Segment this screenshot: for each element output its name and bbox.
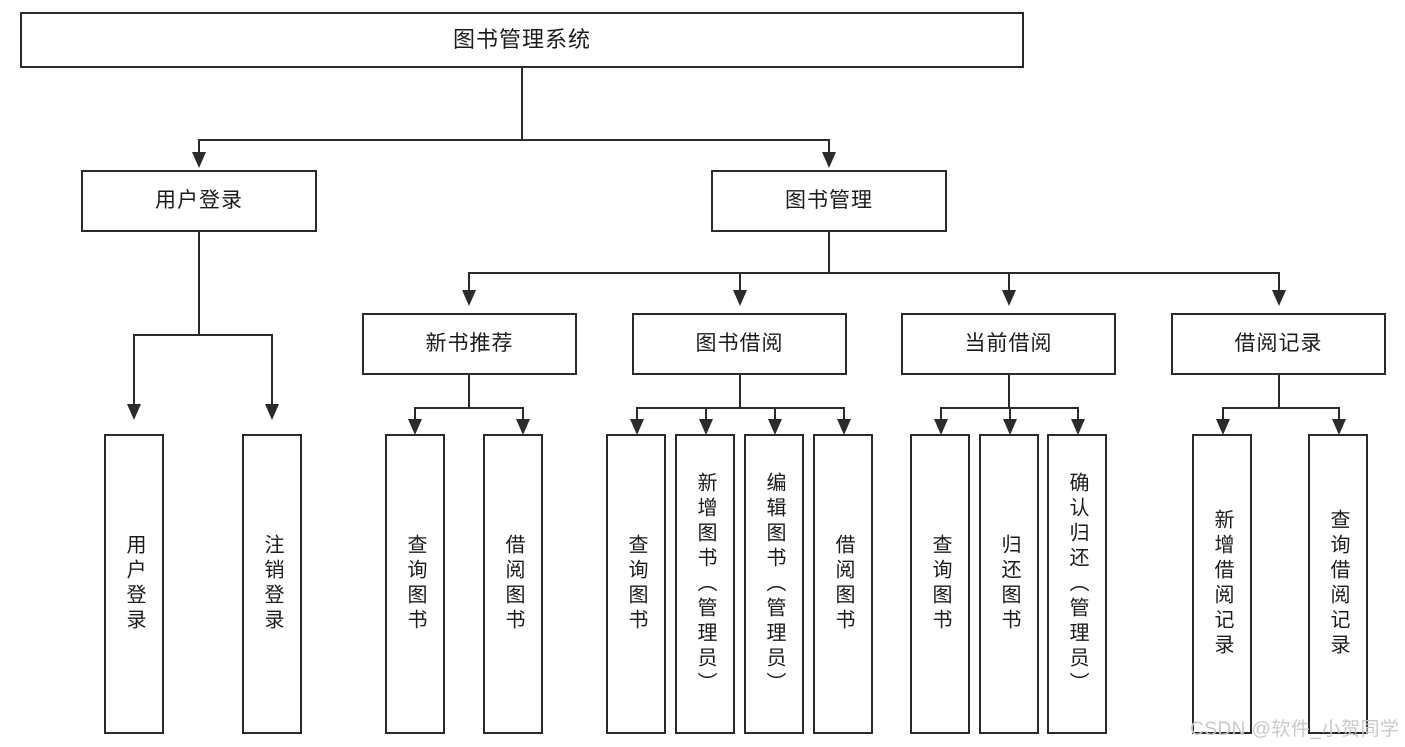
arrowhead-currentborrow-leaf-1 — [934, 419, 948, 435]
leaf-query-book-recommend[interactable]: 查询图书 — [385, 434, 445, 734]
connector-book-borrow-to-leaf-4 — [843, 407, 845, 421]
leaf-query-book-current[interactable]: 查询图书 — [910, 434, 970, 734]
leaf-user-login[interactable]: 用户登录 — [104, 434, 164, 734]
arrowhead-bookborrow-leaf-2 — [699, 419, 713, 435]
leaf-add-book-admin[interactable]: 新增图书（管理员） — [675, 434, 735, 734]
node-user-login[interactable]: 用户登录 — [81, 170, 317, 232]
leaf-label: 查询图书 — [625, 534, 647, 634]
node-label: 用户登录 — [155, 189, 243, 213]
leaf-label: 新增图书（管理员） — [694, 471, 716, 697]
leaf-return-book[interactable]: 归还图书 — [979, 434, 1039, 734]
connector-book-borrow-stem — [739, 375, 741, 409]
leaf-label: 借阅图书 — [832, 534, 854, 634]
node-label: 图书管理 — [785, 189, 873, 213]
leaf-query-book-borrow[interactable]: 查询图书 — [606, 434, 666, 734]
arrowhead-borrow-record — [1272, 290, 1286, 306]
node-root-system[interactable]: 图书管理系统 — [20, 12, 1024, 68]
arrowhead-borrowrecord-leaf-2 — [1332, 419, 1346, 435]
connector-new-book-stem — [468, 375, 470, 409]
connector-root-to-book-mgmt — [828, 139, 830, 155]
connector-current-borrow-stem — [1008, 375, 1010, 409]
leaf-logout[interactable]: 注销登录 — [242, 434, 302, 734]
connector-root-bus — [198, 139, 830, 141]
arrowhead-leaf-user-login — [127, 404, 141, 420]
leaf-label: 查询图书 — [929, 534, 951, 634]
arrowhead-bookborrow-leaf-1 — [630, 419, 644, 435]
arrowhead-bookborrow-leaf-4 — [837, 419, 851, 435]
connector-book-mgmt-stem — [828, 232, 830, 274]
leaf-label: 注销登录 — [261, 534, 283, 634]
connector-new-book-to-leaf-1 — [414, 407, 416, 421]
node-book-borrow[interactable]: 图书借阅 — [632, 313, 847, 375]
leaf-borrow-book-recommend[interactable]: 借阅图书 — [483, 434, 543, 734]
leaf-label: 查询图书 — [404, 534, 426, 634]
arrowhead-newbook-leaf-2 — [516, 419, 530, 435]
connector-book-borrow-to-leaf-2 — [705, 407, 707, 421]
leaf-label: 新增借阅记录 — [1211, 509, 1233, 659]
connector-book-mgmt-bus — [468, 272, 1280, 274]
leaf-label: 查询借阅记录 — [1327, 509, 1349, 659]
arrowhead-book-borrow — [733, 290, 747, 306]
leaf-query-borrow-record[interactable]: 查询借阅记录 — [1308, 434, 1368, 734]
watermark-csdn: CSDN @软件_小贺同学 — [1190, 714, 1399, 741]
leaf-label: 编辑图书（管理员） — [763, 471, 785, 697]
leaf-label: 借阅图书 — [502, 534, 524, 634]
connector-root-stem — [521, 68, 523, 140]
leaf-add-borrow-record[interactable]: 新增借阅记录 — [1192, 434, 1252, 734]
arrowhead-currentborrow-leaf-2 — [1003, 419, 1017, 435]
leaf-borrow-book[interactable]: 借阅图书 — [813, 434, 873, 734]
node-book-management[interactable]: 图书管理 — [711, 170, 947, 232]
watermark-text: CSDN @软件_小贺同学 — [1190, 719, 1400, 740]
connector-book-borrow-bus — [636, 407, 844, 409]
connector-current-borrow-to-leaf-2 — [1009, 407, 1011, 421]
connector-current-borrow-to-leaf-1 — [940, 407, 942, 421]
arrowhead-current-borrow — [1002, 290, 1016, 306]
arrowhead-borrowrecord-leaf-1 — [1216, 419, 1230, 435]
connector-user-login-bus — [133, 334, 272, 336]
connector-new-book-bus — [414, 407, 524, 409]
connector-bus-to-book-borrow — [739, 272, 741, 292]
node-borrow-record[interactable]: 借阅记录 — [1171, 313, 1386, 375]
connector-bus-to-new-book — [468, 272, 470, 292]
leaf-confirm-return-admin[interactable]: 确认归还（管理员） — [1047, 434, 1107, 734]
connector-user-login-to-leaf-2 — [271, 334, 273, 406]
connector-bus-to-current-borrow — [1008, 272, 1010, 292]
connector-borrow-record-bus — [1222, 407, 1340, 409]
connector-borrow-record-to-leaf-1 — [1222, 407, 1224, 421]
connector-book-borrow-to-leaf-3 — [774, 407, 776, 421]
connector-borrow-record-stem — [1278, 375, 1280, 409]
node-current-borrow[interactable]: 当前借阅 — [901, 313, 1116, 375]
connector-user-login-stem — [198, 232, 200, 336]
connector-borrow-record-to-leaf-2 — [1338, 407, 1340, 421]
arrowhead-new-book-recommend — [462, 290, 476, 306]
connector-current-borrow-to-leaf-3 — [1077, 407, 1079, 421]
node-label: 图书借阅 — [695, 332, 784, 356]
connector-book-borrow-to-leaf-1 — [636, 407, 638, 421]
node-new-book-recommend[interactable]: 新书推荐 — [362, 313, 577, 375]
leaf-label: 用户登录 — [123, 534, 145, 634]
node-label: 当前借阅 — [964, 332, 1053, 356]
arrowhead-bookborrow-leaf-3 — [768, 419, 782, 435]
connector-root-to-user-login — [198, 139, 200, 155]
arrowhead-leaf-logout — [265, 404, 279, 420]
connector-user-login-to-leaf-1 — [133, 334, 135, 406]
leaf-label: 确认归还（管理员） — [1066, 471, 1088, 697]
arrowhead-user-login — [192, 152, 206, 168]
leaf-edit-book-admin[interactable]: 编辑图书（管理员） — [744, 434, 804, 734]
arrowhead-currentborrow-leaf-3 — [1071, 419, 1085, 435]
node-label: 借阅记录 — [1234, 332, 1323, 356]
connector-new-book-to-leaf-2 — [522, 407, 524, 421]
connector-bus-to-borrow-record — [1278, 272, 1280, 292]
node-label: 图书管理系统 — [452, 26, 591, 52]
node-label: 新书推荐 — [425, 332, 514, 356]
arrowhead-book-mgmt — [822, 152, 836, 168]
arrowhead-newbook-leaf-1 — [408, 419, 422, 435]
leaf-label: 归还图书 — [998, 534, 1020, 634]
